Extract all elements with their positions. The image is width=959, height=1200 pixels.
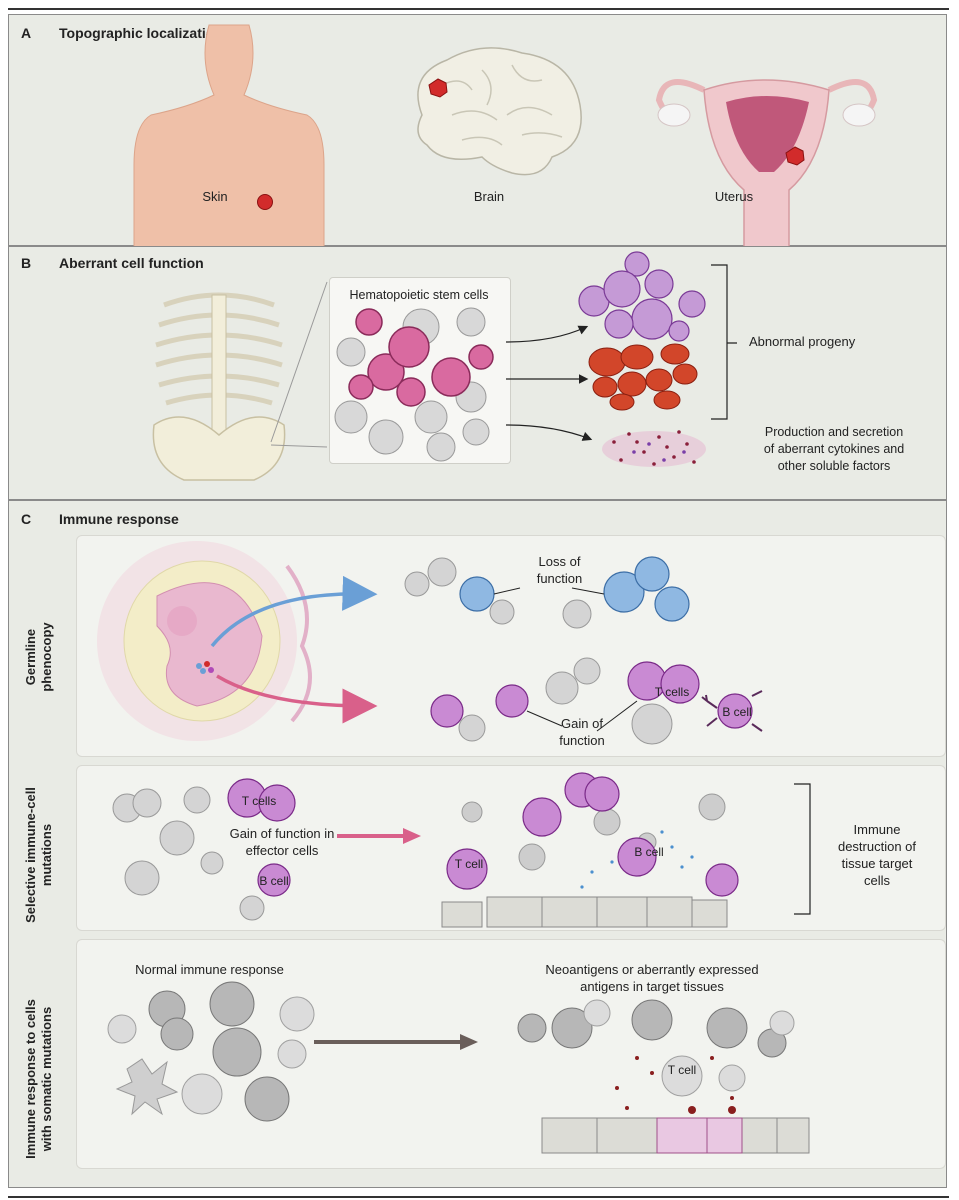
skin-label: Skin	[202, 189, 228, 204]
loss-label-1: Loss of	[538, 554, 581, 569]
figure-frame	[8, 8, 949, 1198]
brain-illustration	[417, 47, 582, 176]
destruction-label-1: Immune	[853, 822, 901, 837]
panel-a-topographic: A Topographic localization Skin Brain Ut…	[8, 14, 947, 248]
neoantigen-label-2: antigens in target tissues	[580, 979, 724, 994]
purple-progeny	[578, 251, 706, 342]
uterus-illustration	[655, 79, 878, 248]
brain-lesion-icon	[428, 78, 448, 98]
zoom-lines	[270, 281, 328, 448]
normal-response-label: Normal immune response	[135, 962, 284, 977]
uterus-label: Uterus	[714, 189, 754, 204]
germline-bcell-label: B cell	[722, 705, 752, 719]
selective-gain-label-1: Gain of function in	[229, 826, 335, 841]
panel-a-letter: A	[21, 25, 32, 41]
brain-label: Brain	[473, 189, 505, 204]
stem-cell-label: Hematopoietic stem cells	[349, 288, 489, 302]
panel-b-letter: B	[21, 255, 32, 271]
normal-immune-cells	[107, 981, 315, 1122]
secretion-label-2: of aberrant cytokines and	[763, 442, 905, 456]
cytokine-dots	[602, 430, 706, 467]
loss-label-2: function	[536, 571, 583, 586]
gain-function-cells	[430, 657, 763, 745]
germline-arrows	[210, 575, 378, 724]
somatic-arrow	[314, 1034, 478, 1050]
destruction-label-2: destruction of	[837, 839, 917, 854]
loss-function-cells	[404, 556, 690, 629]
neoantigen-tissue-illustration	[517, 999, 810, 1154]
germline-subpanel: Loss of function T cells B cell Gain of …	[76, 535, 946, 757]
selective-gain-label-2: effector cells	[245, 843, 319, 858]
destruction-label-3: tissue target	[841, 856, 913, 871]
uterus-lesion-icon	[785, 146, 805, 166]
germline-tcells-label: T cells	[654, 685, 690, 699]
progeny-arrows	[505, 325, 593, 441]
gain-label-1: Gain of	[561, 716, 603, 731]
progeny-bracket	[711, 264, 737, 420]
panel-c-title: Immune response	[59, 511, 179, 527]
panel-a-title: Topographic localization	[59, 25, 223, 41]
somatic-tcell-label: T cell	[667, 1063, 697, 1077]
abnormal-progeny-label: Abnormal progeny	[749, 334, 856, 349]
destruction-bracket	[794, 783, 811, 915]
neoantigen-label-1: Neoantigens or aberrantly expressed	[545, 962, 759, 977]
panel-c-letter: C	[21, 511, 32, 527]
tissue-destruction-illustration	[441, 772, 739, 928]
secretion-label-3: other soluble factors	[777, 459, 891, 473]
selective-left-cells	[112, 778, 296, 921]
skeleton-illustration	[152, 292, 286, 481]
selective-subpanel: T cells B cell Gain of function in effec…	[76, 765, 946, 931]
torso-illustration	[133, 24, 325, 248]
red-progeny	[588, 343, 698, 411]
stem-cell-cluster	[334, 307, 494, 462]
skin-lesion-icon	[257, 194, 273, 210]
selective-tcell-label: T cell	[454, 857, 484, 871]
panel-b-aberrant: B Aberrant cell function Hematopoietic s…	[8, 246, 947, 500]
selective-arrow	[337, 828, 421, 844]
panel-b-title: Aberrant cell function	[59, 255, 204, 271]
selective-bcell-left-label: B cell	[259, 874, 289, 888]
selective-bcell-right-label: B cell	[634, 845, 664, 859]
secretion-label-1: Production and secretion	[764, 425, 904, 439]
somatic-subpanel: Normal immune response Neoantigens or ab…	[76, 939, 946, 1169]
destruction-label-4: cells	[863, 873, 890, 888]
gain-label-2: function	[559, 733, 605, 748]
selective-tcells-label: T cells	[241, 794, 277, 808]
